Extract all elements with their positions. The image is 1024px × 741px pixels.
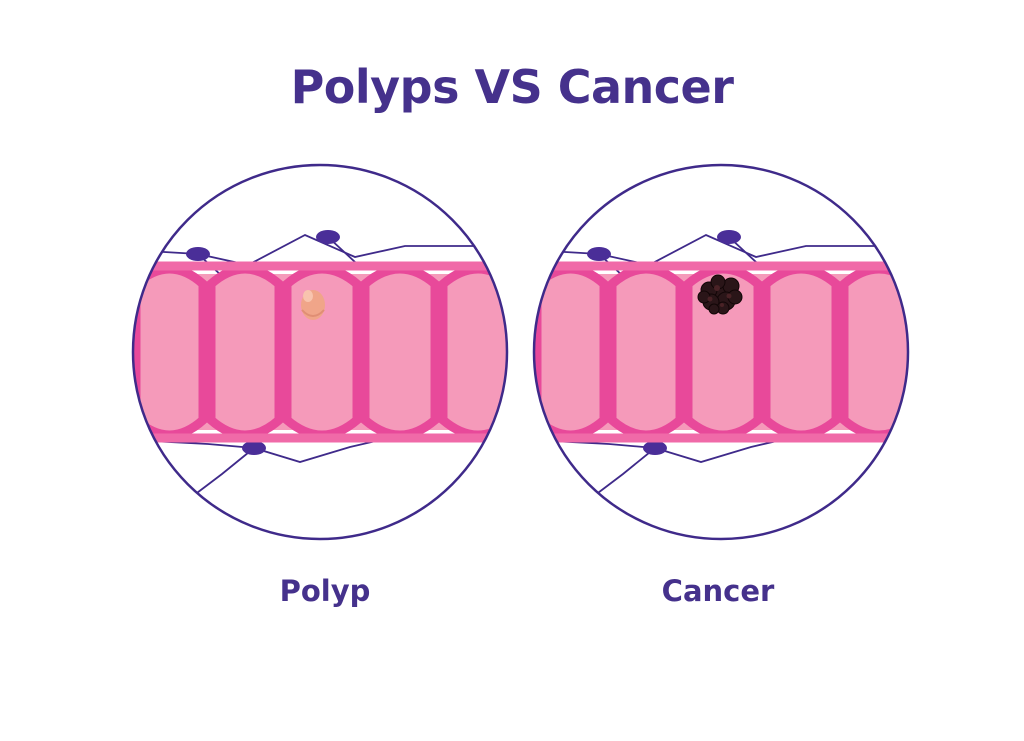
tumor-texture [714, 285, 720, 291]
tumor-texture [707, 296, 713, 302]
polyp-caption: Polyp [279, 574, 371, 608]
vessel-node [587, 247, 611, 261]
polyp-panel [130, 162, 510, 542]
tumor-growth [697, 274, 743, 315]
colon-segment [534, 261, 908, 443]
vessel-line [184, 447, 255, 503]
colon-fold [206, 264, 284, 440]
vessel-line [585, 447, 656, 503]
tumor-cell [697, 290, 711, 304]
magnifier-circle [532, 163, 910, 541]
colon-fold [360, 264, 440, 440]
page-title: Polyps VS Cancer [290, 60, 734, 114]
polyp-stalk [301, 309, 325, 317]
cancer-panel [531, 162, 911, 542]
polyp-growth [301, 290, 325, 320]
vessel-line [538, 439, 560, 459]
colon-fold [839, 264, 908, 440]
colon-fold [438, 264, 507, 440]
vessel-node [242, 441, 266, 455]
polyp-illustration [131, 163, 509, 541]
colon-fold [761, 264, 841, 440]
colon-fold [282, 264, 362, 440]
vessel-node [643, 441, 667, 455]
tumor-texture [726, 293, 732, 299]
magnifier-circle [131, 163, 509, 541]
tumor-texture [720, 303, 724, 307]
vessel-line [137, 439, 159, 459]
polyp-highlight [303, 290, 313, 302]
colon-fold [133, 264, 208, 440]
colon-segment [133, 261, 507, 443]
colon-fold [683, 264, 763, 440]
tumor-cell [708, 303, 720, 315]
colon-fold [534, 264, 609, 440]
colon-fold [607, 264, 685, 440]
cancer-illustration [532, 163, 910, 541]
cancer-caption: Cancer [661, 574, 775, 608]
vessel-node [717, 230, 741, 244]
vessel-node [316, 230, 340, 244]
vessel-node [186, 247, 210, 261]
